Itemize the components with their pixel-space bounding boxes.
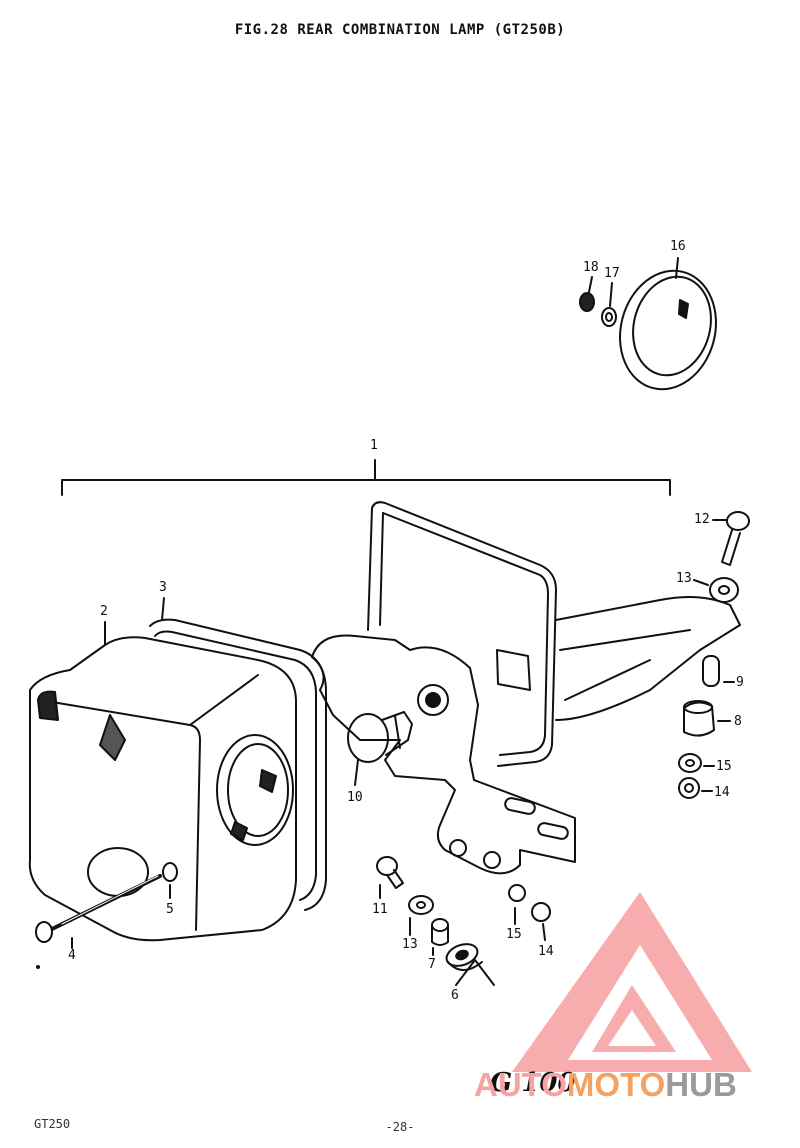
washer-13b-part xyxy=(408,895,434,936)
bolt-12-part xyxy=(712,511,750,566)
callout-4: 4 xyxy=(68,948,76,963)
watermark-part-hub: HUB xyxy=(665,1066,737,1103)
spacer-part xyxy=(702,655,735,687)
footer-page-number: -28- xyxy=(385,1120,415,1134)
washer-15-part xyxy=(678,753,715,773)
grommet-part xyxy=(445,943,495,986)
lamp-housing-part xyxy=(367,501,741,767)
callout-2: 2 xyxy=(100,604,108,619)
figure-code-mark: G 100 xyxy=(490,1068,576,1098)
callout-8: 8 xyxy=(734,714,742,729)
callout-18: 18 xyxy=(583,260,599,275)
watermark-part-auto: AUTO xyxy=(474,1066,567,1103)
watermark-text: AUTOMOTOHUB xyxy=(474,1066,737,1104)
nut-5-part xyxy=(162,862,178,899)
cushion-part xyxy=(683,700,731,737)
callout-6: 6 xyxy=(451,988,459,1003)
screw-part xyxy=(35,874,162,949)
callout-5: 5 xyxy=(166,902,174,917)
callout-10: 10 xyxy=(347,790,363,805)
callout-14-bottom: 14 xyxy=(538,944,554,959)
nut-14-part xyxy=(678,777,713,799)
callout-9: 9 xyxy=(736,675,744,690)
callout-15-bottom: 15 xyxy=(506,927,522,942)
reflector-part xyxy=(619,257,717,391)
washer-part xyxy=(601,282,617,327)
bulb-part xyxy=(347,711,413,786)
collar-part xyxy=(431,918,449,956)
callout-1: 1 xyxy=(370,438,378,453)
gasket-part xyxy=(149,597,327,911)
callout-13-bottom: 13 xyxy=(402,937,418,952)
bolt-11-part xyxy=(376,856,404,899)
assembly-bracket-line xyxy=(61,479,671,496)
watermark-part-moto: MOTO xyxy=(566,1066,666,1103)
lens-part xyxy=(28,621,297,942)
callout-15-right: 15 xyxy=(716,759,732,774)
watermark-logo-icon xyxy=(512,892,752,1072)
callout-17: 17 xyxy=(604,266,620,281)
callout-14-right: 14 xyxy=(714,785,730,800)
footer-model: GT250 xyxy=(34,1117,71,1131)
washer-13-part xyxy=(693,577,739,603)
mounting-plate-part xyxy=(311,634,576,875)
callout-12: 12 xyxy=(694,512,710,527)
callout-13-right: 13 xyxy=(676,571,692,586)
callout-16: 16 xyxy=(670,239,686,254)
callout-11: 11 xyxy=(372,902,388,917)
nut-part xyxy=(579,276,595,312)
figure-title: FIG.28 REAR COMBINATION LAMP (GT250B) xyxy=(234,22,566,38)
callout-3: 3 xyxy=(159,580,167,595)
nut-14b-part xyxy=(531,902,551,941)
nut-15b-part xyxy=(508,884,526,925)
callout-7: 7 xyxy=(428,957,436,972)
